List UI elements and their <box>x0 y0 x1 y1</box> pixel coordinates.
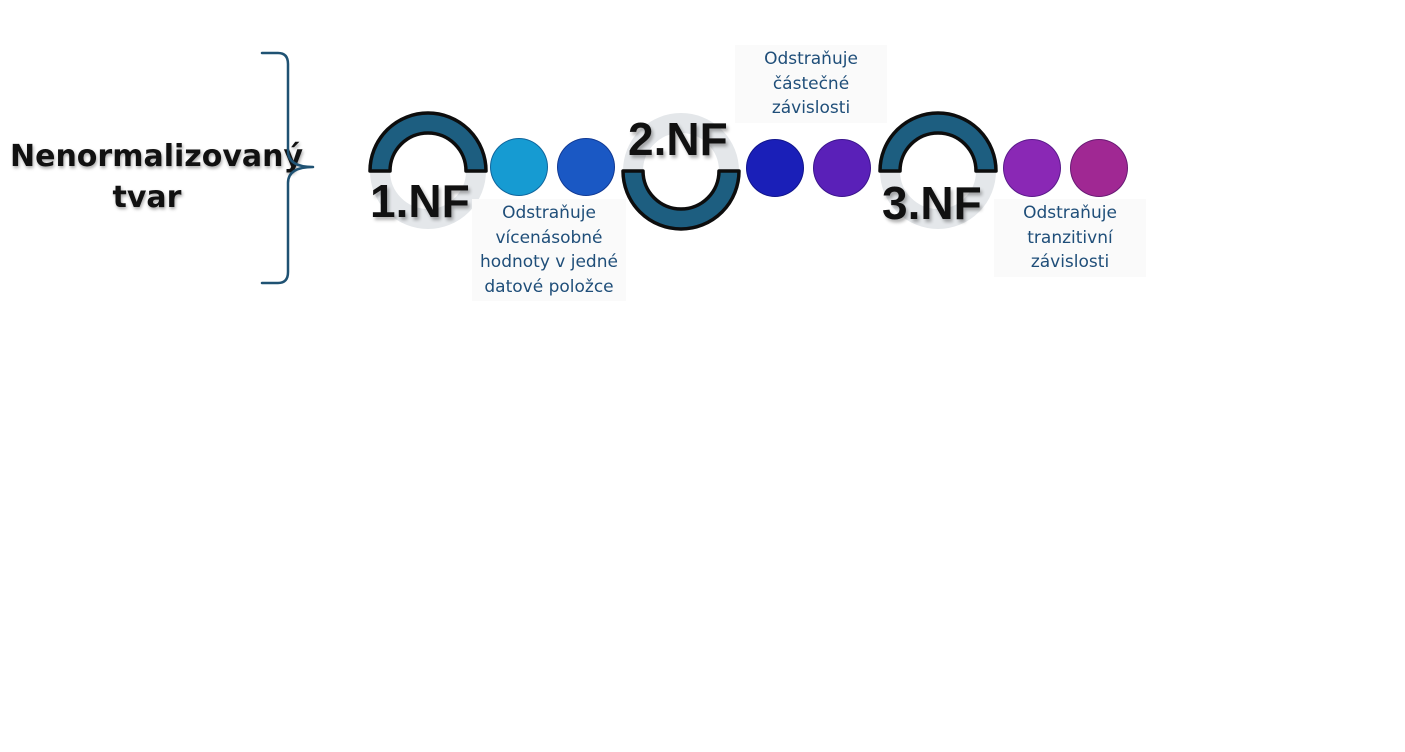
form-label-3nf: 3.NF <box>882 177 982 229</box>
description-2nf-line: Odstraňuje <box>764 49 858 69</box>
dot-3 <box>746 139 804 197</box>
description-3nf: Odstraňuje tranzitivní závislosti <box>994 199 1146 277</box>
dot-1 <box>490 138 548 196</box>
form-label-1nf: 1.NF <box>370 175 470 227</box>
ring-1nf <box>368 111 488 229</box>
description-3nf-line: tranzitivní <box>1027 227 1113 248</box>
unnormalized-form-line-1: Nenormalizovaný <box>10 139 304 174</box>
curly-brace <box>260 51 315 285</box>
dot-6 <box>1070 139 1128 197</box>
unnormalized-form-line-2: tvar <box>112 180 182 215</box>
ring-2nf <box>621 113 741 231</box>
description-3nf-line: závislosti <box>1030 252 1110 272</box>
unnormalized-form-label: Nenormalizovaný tvar <box>10 136 304 218</box>
description-1nf-line: hodnoty v jedné <box>480 252 618 272</box>
description-1nf: Odstraňuje vícenásobné hodnoty v jedné d… <box>472 199 626 301</box>
dot-4 <box>813 139 871 197</box>
form-label-2nf: 2.NF <box>628 113 728 165</box>
description-2nf-line: částečné <box>772 73 850 94</box>
ring-3nf <box>878 111 998 229</box>
dot-5 <box>1003 139 1061 197</box>
description-1nf-line: vícenásobné <box>495 227 603 248</box>
description-1nf-line: Odstraňuje <box>502 203 596 223</box>
description-1nf-line: datové položce <box>484 276 614 297</box>
description-2nf-line: závislosti <box>771 98 851 118</box>
dot-2 <box>557 138 615 196</box>
description-2nf: Odstraňuje částečné závislosti <box>735 45 887 123</box>
description-3nf-line: Odstraňuje <box>1023 203 1117 223</box>
